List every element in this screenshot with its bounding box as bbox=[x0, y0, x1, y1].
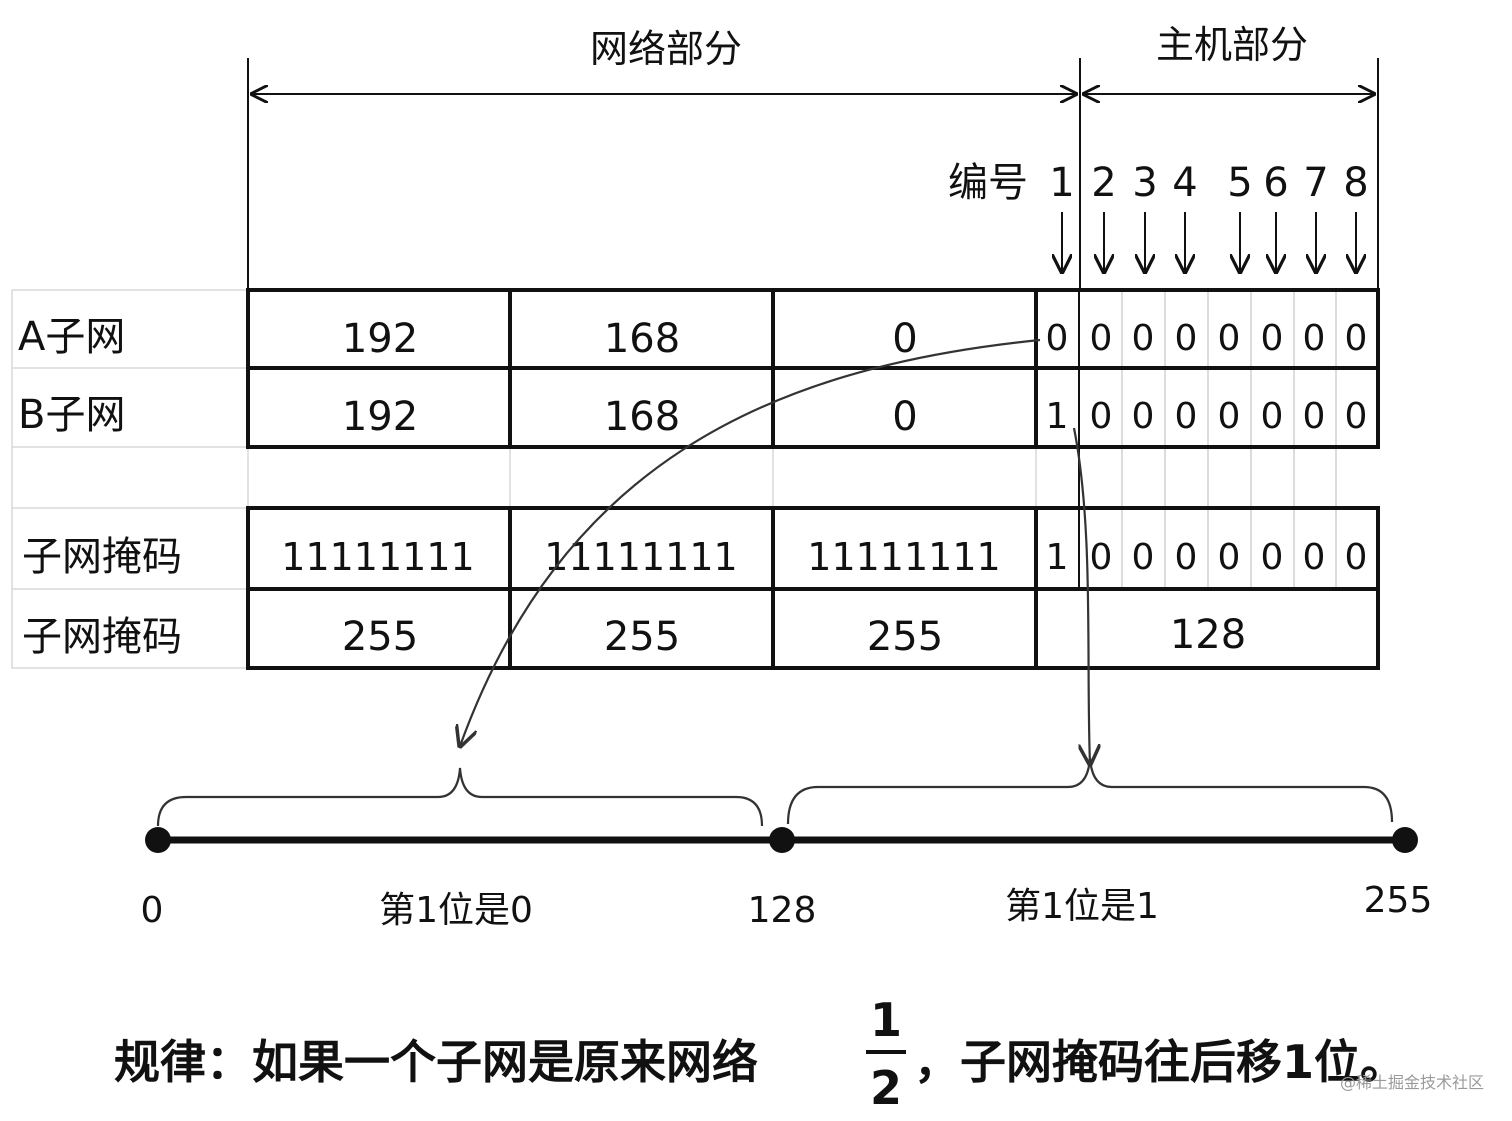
rule-fraction-denominator: 2 bbox=[870, 1061, 902, 1115]
bit-number-3: 3 bbox=[1132, 160, 1157, 206]
number-label: 编号 bbox=[948, 160, 1028, 206]
tick-label-128: 128 bbox=[748, 890, 817, 931]
mask-binary-octet-2: 11111111 bbox=[544, 535, 737, 579]
row-label-mask-decimal: 子网掩码 bbox=[22, 614, 182, 660]
rule-text-prefix: 规律：如果一个子网是原来网络 bbox=[114, 1035, 758, 1089]
host-part-title: 主机部分 bbox=[1156, 23, 1308, 67]
bit-arrows bbox=[1062, 212, 1356, 272]
bit-number-6: 6 bbox=[1263, 160, 1288, 206]
bit-cell: 0 bbox=[1132, 318, 1155, 359]
tick-label-255: 255 bbox=[1364, 880, 1433, 921]
a-subnet-octet-2: 168 bbox=[604, 316, 680, 362]
range-label-first-bit-0: 第1位是0 bbox=[379, 890, 533, 931]
range-label-first-bit-1: 第1位是1 bbox=[1005, 886, 1159, 927]
bit-cell: 1 bbox=[1046, 396, 1069, 437]
bit-column-grid bbox=[1121, 290, 1337, 589]
curve-arrow-bit-0 bbox=[460, 338, 1041, 746]
bit-cell: 0 bbox=[1303, 396, 1326, 437]
bit-cell: 0 bbox=[1090, 318, 1113, 359]
bit-cell: 0 bbox=[1175, 318, 1198, 359]
bit-cell: 0 bbox=[1261, 318, 1284, 359]
brace-lower-half bbox=[156, 767, 764, 827]
mask-binary-octet-3: 11111111 bbox=[807, 535, 1000, 579]
number-line-point-128 bbox=[769, 827, 795, 853]
mask-binary-octet-1: 11111111 bbox=[281, 535, 474, 579]
bit-number-4: 4 bbox=[1172, 160, 1197, 206]
bit-cell: 1 bbox=[1046, 537, 1069, 578]
bit-cell: 0 bbox=[1132, 396, 1155, 437]
bit-cell: 0 bbox=[1345, 537, 1368, 578]
bit-cell: 0 bbox=[1175, 396, 1198, 437]
number-line-point-0 bbox=[145, 827, 171, 853]
a-subnet-octet-1: 192 bbox=[342, 316, 418, 362]
network-part-title: 网络部分 bbox=[590, 27, 742, 71]
b-subnet-octet-1: 192 bbox=[342, 394, 418, 440]
bit-cell: 0 bbox=[1132, 537, 1155, 578]
mask-decimal-octet-1: 255 bbox=[342, 614, 418, 660]
bit-cell: 0 bbox=[1303, 318, 1326, 359]
bit-cell: 0 bbox=[1175, 537, 1198, 578]
b-subnet-octet-3: 0 bbox=[892, 394, 917, 440]
bit-cell: 0 bbox=[1218, 318, 1241, 359]
rule-text-suffix: ，子网掩码往后移1位。 bbox=[914, 1035, 1406, 1089]
mask-decimal-octet-3: 255 bbox=[867, 614, 943, 660]
watermark: @稀土掘金技术社区 bbox=[1340, 1073, 1484, 1092]
bit-cell: 0 bbox=[1218, 537, 1241, 578]
bit-cell: 0 bbox=[1090, 396, 1113, 437]
bit-cell: 0 bbox=[1218, 396, 1241, 437]
bit-cell: 0 bbox=[1261, 396, 1284, 437]
brace-upper-half bbox=[786, 757, 1394, 825]
bit-cell: 0 bbox=[1345, 396, 1368, 437]
row-label-b-subnet: B子网 bbox=[18, 392, 125, 438]
bit-number-2: 2 bbox=[1091, 160, 1116, 206]
header-dimension-lines bbox=[247, 58, 1379, 288]
number-line-point-255 bbox=[1392, 827, 1418, 853]
curve-arrow-bit-1 bbox=[1072, 427, 1090, 764]
mask-decimal-octet-4: 128 bbox=[1170, 612, 1246, 658]
bit-cell: 0 bbox=[1303, 537, 1326, 578]
bit-number-5: 5 bbox=[1227, 160, 1252, 206]
bit-number-1: 1 bbox=[1049, 160, 1074, 206]
mask-decimal-octet-2: 255 bbox=[604, 614, 680, 660]
row-label-a-subnet: A子网 bbox=[18, 314, 125, 360]
bit-cell: 0 bbox=[1046, 318, 1069, 359]
bit-number-7: 7 bbox=[1303, 160, 1328, 206]
rule-fraction-numerator: 1 bbox=[870, 993, 902, 1047]
row-label-mask-binary: 子网掩码 bbox=[22, 534, 182, 580]
bit-cell: 0 bbox=[1345, 318, 1368, 359]
bit-number-8: 8 bbox=[1343, 160, 1368, 206]
bit-cell: 0 bbox=[1090, 537, 1113, 578]
bit-cell: 0 bbox=[1261, 537, 1284, 578]
table-bold-borders bbox=[246, 288, 1380, 670]
tick-label-0: 0 bbox=[141, 890, 164, 931]
a-subnet-octet-3: 0 bbox=[892, 316, 917, 362]
b-subnet-octet-2: 168 bbox=[604, 394, 680, 440]
